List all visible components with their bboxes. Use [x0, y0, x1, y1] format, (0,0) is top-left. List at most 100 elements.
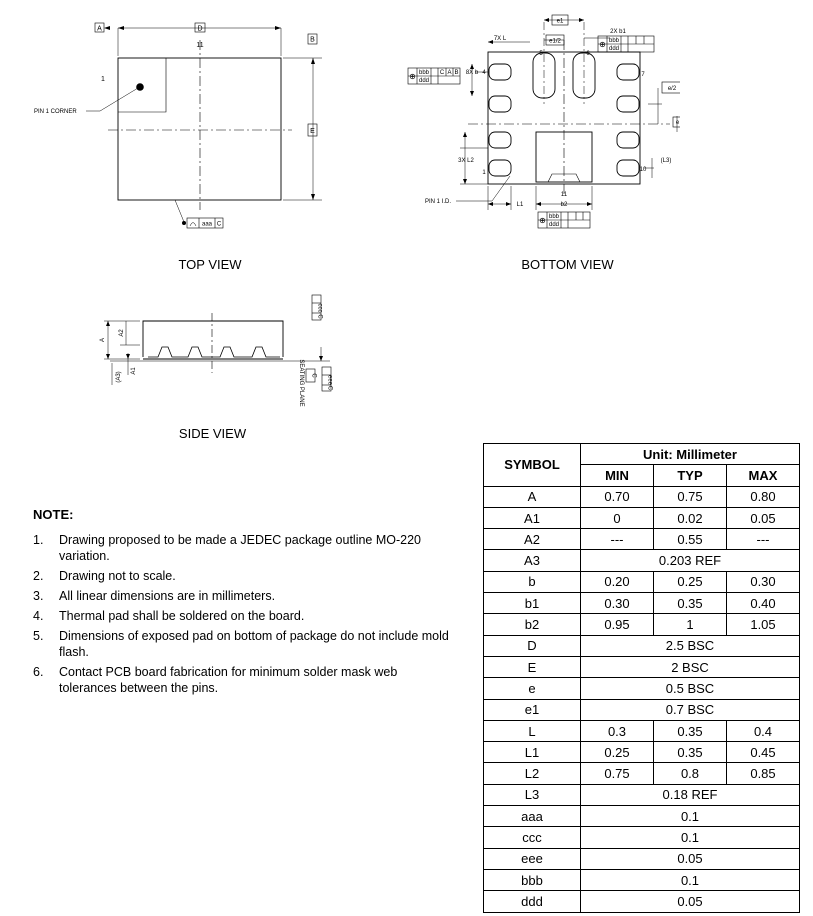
- eee-ref-label: C: [327, 386, 333, 391]
- pad-6-label: 6: [586, 51, 590, 57]
- dim-a-label: A: [100, 338, 106, 342]
- ccc-ref-label: C: [317, 314, 323, 319]
- table-cell: 0.45: [726, 741, 800, 764]
- table-cell: 2 BSC: [580, 655, 800, 679]
- bottom-view-caption: BOTTOM VIEW: [521, 257, 614, 272]
- min-header: MIN: [580, 464, 654, 487]
- table-cell: 0.25: [653, 570, 727, 594]
- pad-5-label: 5: [539, 51, 543, 57]
- symbol-header: SYMBOL: [483, 443, 581, 487]
- flatness-ref-label: C: [217, 222, 222, 228]
- table-cell: 0.75: [653, 485, 727, 508]
- table-cell: 0.05: [580, 847, 800, 870]
- l3-label: (L3): [661, 158, 672, 164]
- bottom-view-drawing: e1 e1/2 2X b1 7X L 8X b 4 5 6 7 e/2 e 3X…: [407, 14, 680, 229]
- table-cell: A2: [483, 528, 581, 551]
- table-cell: 0.4: [726, 719, 800, 743]
- b2-label: b2: [561, 202, 568, 208]
- table-cell: 0: [580, 506, 654, 530]
- eight-x-b-label: 8X b: [466, 70, 479, 76]
- table-cell: 0.05: [580, 890, 800, 913]
- position-symbol-bottom: ⊕: [539, 216, 546, 225]
- table-cell: 0.203 REF: [580, 549, 800, 572]
- eee-label: eee: [327, 375, 333, 386]
- table-cell: 0.3: [580, 719, 654, 743]
- two-x-b1-label: 2X b1: [610, 29, 626, 35]
- table-cell: 0.35: [653, 719, 727, 743]
- table-cell: b2: [483, 613, 581, 636]
- table-row: A2---0.55---: [483, 528, 800, 551]
- side-view-caption: SIDE VIEW: [178, 426, 247, 441]
- pin-1-label: 1: [101, 76, 105, 83]
- table-cell: 0.55: [653, 528, 727, 551]
- side-view-drawing: A A2 A1 (A3) ccc C C eee C SEATING PLANE: [100, 294, 333, 407]
- table-cell: A1: [483, 506, 581, 530]
- seating-plane-label: SEATING PLANE: [298, 359, 304, 406]
- e-half-label: e/2: [668, 86, 677, 92]
- fcf-bottom-bbb: bbb: [549, 214, 560, 220]
- max-header: MAX: [726, 464, 800, 487]
- note-item: 1.Drawing proposed to be made a JEDEC pa…: [33, 533, 422, 563]
- fcf-ref-a: A: [447, 70, 451, 76]
- table-cell: 0.20: [580, 570, 654, 594]
- table-cell: 1: [653, 613, 727, 636]
- table-cell: 0.5 BSC: [580, 677, 800, 700]
- fcf-right-ddd: ddd: [609, 46, 619, 52]
- table-cell: L: [483, 719, 581, 743]
- table-cell: E: [483, 655, 581, 679]
- table-cell: 0.30: [726, 570, 800, 594]
- table-cell: 0.05: [726, 506, 800, 530]
- table-cell: 1.05: [726, 613, 800, 636]
- table-cell: 0.95: [580, 613, 654, 636]
- table-cell: 0.18 REF: [580, 783, 800, 807]
- e-label: e: [676, 120, 680, 126]
- seven-x-l-label: 7X L: [494, 36, 507, 42]
- note-item: 3.All linear dimensions are in millimete…: [33, 589, 276, 603]
- table-cell: ddd: [483, 890, 581, 913]
- datum-a-label: A: [97, 26, 102, 33]
- unit-header: Unit: Millimeter: [580, 442, 800, 466]
- table-cell: A3: [483, 549, 581, 572]
- fcf-ref-b: B: [454, 70, 458, 76]
- pin-1-id-label: PIN 1 I.D.: [425, 199, 451, 205]
- table-cell: 0.25: [580, 741, 654, 764]
- position-symbol-right: ⊕: [599, 40, 606, 49]
- ccc-label: ccc: [317, 304, 323, 313]
- table-cell: 0.40: [726, 592, 800, 615]
- notes-title: NOTE:: [33, 507, 74, 522]
- table-cell: 0.02: [653, 506, 727, 530]
- table-cell: eee: [483, 847, 581, 870]
- table-cell: 0.1: [580, 868, 800, 892]
- dim-e-label: E: [310, 128, 315, 135]
- table-cell: b1: [483, 592, 581, 615]
- pin-11-label: 11: [196, 42, 203, 49]
- table-cell: 0.1: [580, 805, 800, 828]
- table-cell: A: [483, 485, 581, 508]
- table-cell: L3: [483, 783, 581, 807]
- table-cell: 2.5 BSC: [580, 634, 800, 657]
- table-cell: aaa: [483, 805, 581, 828]
- pad-7-label: 7: [641, 72, 645, 78]
- table-cell: bbb: [483, 868, 581, 892]
- table-cell: e1: [483, 698, 581, 721]
- note-item: 5.Dimensions of exposed pad on bottom of…: [33, 629, 449, 659]
- three-x-l2-label: 3X L2: [458, 158, 474, 164]
- table-cell: L2: [483, 762, 581, 785]
- top-view-caption: TOP VIEW: [178, 257, 242, 272]
